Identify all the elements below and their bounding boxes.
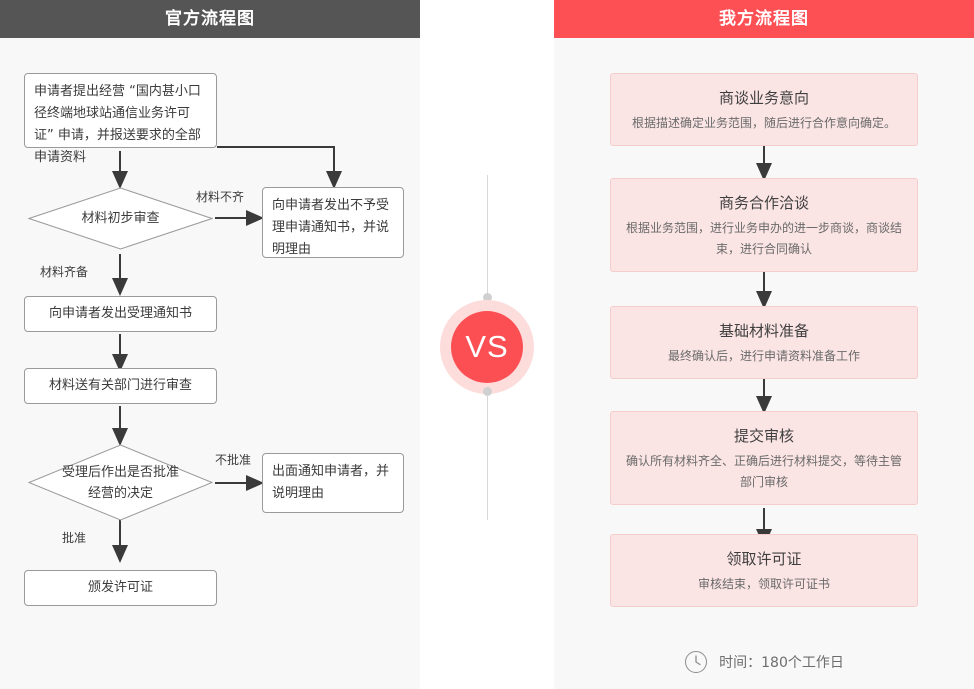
node-deny-notice: 出面通知申请者，并说明理由 bbox=[262, 453, 404, 513]
duration-text: 时间：180个工作日 bbox=[719, 655, 844, 671]
vs-dot-top bbox=[483, 293, 492, 302]
step-card-4: 提交审核 确认所有材料齐全、正确后进行材料提交，等待主管部门审核 bbox=[610, 411, 918, 505]
step-card-3: 基础材料准备 最终确认后，进行申请资料准备工作 bbox=[610, 306, 918, 379]
step-desc-3: 最终确认后，进行申请资料准备工作 bbox=[667, 349, 860, 363]
vs-dot-bottom bbox=[483, 387, 492, 396]
step-title-3: 基础材料准备 bbox=[718, 322, 809, 340]
step-desc-2: 根据业务范围，进行业务申办的进一步商谈，商谈结束，进行合同确认 bbox=[625, 221, 902, 256]
vs-divider: VS bbox=[420, 0, 554, 689]
node-reject-notice: 向申请者发出不予受理申请通知书，并说明理由 bbox=[262, 187, 404, 258]
edge-label-not-approved: 不批准 bbox=[215, 453, 252, 467]
clock-icon bbox=[685, 651, 708, 673]
edge-label-approved: 批准 bbox=[62, 531, 87, 545]
node-approval-decision-label: 受理后作出是否批准经营的决定 bbox=[62, 464, 180, 501]
edge-label-incomplete: 材料不齐 bbox=[196, 190, 245, 204]
vs-line-bottom bbox=[487, 395, 488, 520]
step-title-4: 提交审核 bbox=[733, 427, 794, 445]
step-desc-5: 审核结束，领取许可证书 bbox=[697, 577, 830, 591]
our-flowchart-body: 商谈业务意向 根据描述确定业务范围，随后进行合作意向确定。 商务合作洽谈 根据业… bbox=[554, 38, 974, 689]
edge-label-complete: 材料齐备 bbox=[40, 265, 89, 279]
official-flowchart-body: 申请者提出经营 “国内甚小口径终端地球站通信业务许可证” 申请，并报送要求的全部… bbox=[0, 38, 420, 689]
node-send-department: 材料送有关部门进行审查 bbox=[24, 368, 217, 404]
node-accept-notice: 向申请者发出受理通知书 bbox=[24, 296, 217, 332]
step-card-1: 商谈业务意向 根据描述确定业务范围，随后进行合作意向确定。 bbox=[610, 73, 918, 146]
vs-line-top bbox=[487, 175, 488, 295]
node-approval-decision: 受理后作出是否批准经营的决定 bbox=[28, 444, 213, 521]
step-card-5: 领取许可证 审核结束，领取许可证书 bbox=[610, 534, 918, 607]
step-title-2: 商务合作洽谈 bbox=[718, 194, 809, 212]
node-issue-license: 颁发许可证 bbox=[24, 570, 217, 606]
step-title-1: 商谈业务意向 bbox=[718, 89, 809, 107]
node-material-review: 材料初步审查 bbox=[28, 187, 213, 250]
our-flowchart-panel: 我方流程图 商谈业务意向 根据描述确定业务范围，随后进行合作意向确定。 商务合作… bbox=[554, 0, 974, 689]
step-card-2: 商务合作洽谈 根据业务范围，进行业务申办的进一步商谈，商谈结束，进行合同确认 bbox=[610, 178, 918, 272]
duration-note: 时间：180个工作日 bbox=[554, 650, 974, 674]
node-material-review-label: 材料初步审查 bbox=[81, 211, 160, 226]
official-flowchart-title: 官方流程图 bbox=[0, 0, 420, 38]
step-title-5: 领取许可证 bbox=[726, 550, 802, 568]
step-desc-1: 根据描述确定业务范围，随后进行合作意向确定。 bbox=[631, 116, 896, 130]
vs-badge: VS bbox=[440, 300, 534, 394]
step-desc-4: 确认所有材料齐全、正确后进行材料提交，等待主管部门审核 bbox=[625, 454, 902, 489]
our-flowchart-title: 我方流程图 bbox=[554, 0, 974, 38]
official-flowchart-panel: 官方流程图 申请者提出经营 “国内甚小口径终端地球站 bbox=[0, 0, 420, 689]
vs-badge-label: VS bbox=[451, 311, 523, 383]
node-apply: 申请者提出经营 “国内甚小口径终端地球站通信业务许可证” 申请，并报送要求的全部… bbox=[24, 73, 217, 165]
